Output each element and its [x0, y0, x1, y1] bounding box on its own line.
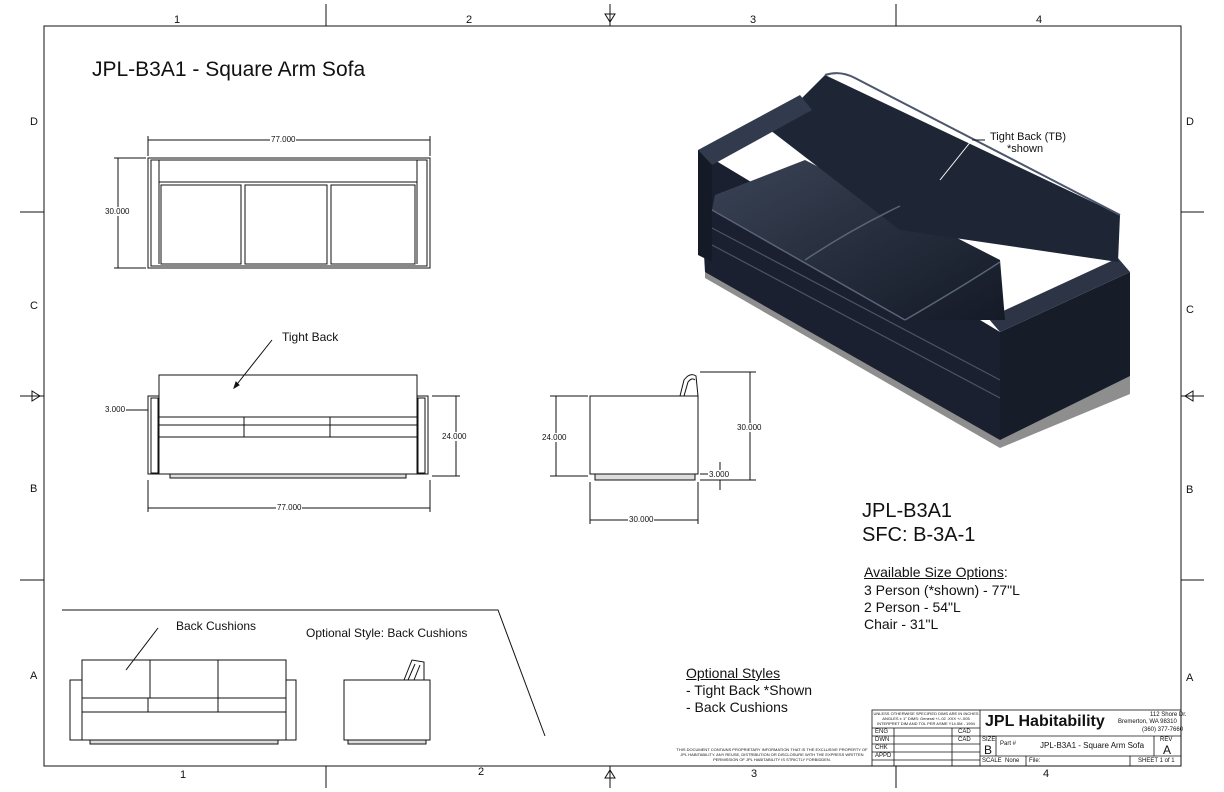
tb-role-eng: ENG	[875, 729, 889, 735]
sheet-number: SHEET 1 of 1	[1138, 758, 1175, 764]
row-right-d: D	[1186, 116, 1194, 128]
optional-styles-heading: Optional Styles	[686, 665, 781, 681]
zone-bottom-3: 3	[751, 768, 758, 780]
callout-optional-style: Optional Style: Back Cushions	[306, 626, 468, 640]
dim-side-depth: 30.000	[628, 515, 655, 524]
part-label: Part #	[1000, 741, 1017, 747]
tb-role-dwn: DWN	[875, 737, 890, 743]
size-option-chair: Chair - 31"L	[864, 616, 939, 632]
center-mark-top	[604, 8, 616, 26]
size-value: B	[984, 743, 993, 757]
tb-tool-eng: CAD	[958, 729, 971, 735]
size-options-heading-text: Available Size Options	[864, 564, 1004, 580]
size-options-colon: :	[1003, 564, 1008, 580]
callout-tight-back: Tight Back	[282, 330, 339, 344]
callout-tight-back-tb: Tight Back (TB)	[990, 131, 1066, 143]
sofa-render	[698, 72, 1130, 448]
row-right-b: B	[1186, 484, 1194, 496]
zone-bottom-2: 2	[478, 766, 485, 778]
row-left-d: D	[30, 116, 38, 128]
product-model: JPL-B3A1	[862, 500, 953, 522]
company-phone: (360) 377-7660	[1142, 727, 1184, 733]
callout-back-cushions: Back Cushions	[176, 619, 257, 633]
dim-front-width: 77.000	[276, 503, 303, 512]
company-name: JPL Habitability	[985, 713, 1105, 730]
zone-bottom-4: 4	[1043, 768, 1050, 780]
rev-value: A	[1163, 743, 1172, 757]
company-address-1: 112 Shore Dr.	[1150, 712, 1187, 718]
rev-label: REV	[1160, 737, 1173, 743]
file-label: File:	[1029, 758, 1041, 764]
zone-bottom-1: 1	[180, 769, 187, 781]
scale-value: None	[1005, 758, 1020, 764]
zone-top-3: 3	[750, 14, 757, 26]
size-option-2-person: 2 Person - 54"L	[864, 599, 961, 615]
tb-role-chk: CHK	[875, 745, 888, 751]
zone-top-2: 2	[466, 14, 473, 26]
dim-front-height: 24.000	[441, 432, 468, 441]
part-value: JPL-B3A1 - Square Arm Sofa	[1040, 741, 1145, 750]
row-left-b: B	[30, 483, 38, 495]
row-left-a: A	[30, 670, 38, 682]
tb-role-appd: APPD	[875, 753, 892, 759]
dim-side-height-low: 24.000	[541, 433, 568, 442]
zone-top-1: 1	[174, 14, 181, 26]
center-mark-right	[1181, 390, 1200, 402]
tolerance-note: UNLESS OTHERWISE SPECIFIED DIMS ARE IN I…	[873, 711, 979, 726]
size-label: SIZE	[982, 737, 996, 743]
dim-side-leg: 3.000	[708, 470, 731, 479]
style-back-cushions: - Back Cushions	[686, 699, 788, 715]
style-tight-back: - Tight Back *Shown	[686, 682, 813, 698]
dim-front-arm: 3.000	[104, 405, 127, 414]
dim-top-width: 77.000	[270, 135, 297, 144]
dim-side-height-high: 30.000	[736, 423, 763, 432]
size-option-3-person: 3 Person (*shown) - 77"L	[864, 582, 1020, 598]
tb-tool-dwn: CAD	[958, 737, 971, 743]
detail-back-cushions	[62, 609, 546, 745]
sheet-border	[20, 4, 1204, 788]
center-mark-left	[26, 390, 44, 402]
size-options-heading: Available Size Options:	[864, 564, 1008, 580]
title-block	[871, 709, 1182, 767]
product-sfc: SFC: B-3A-1	[862, 524, 976, 546]
center-mark-bottom	[604, 766, 616, 786]
proprietary-note: THIS DOCUMENT CONTAINS PROPRIETARY INFOR…	[676, 747, 868, 762]
dim-top-depth: 30.000	[104, 207, 131, 216]
side-view	[550, 371, 756, 524]
front-view	[120, 339, 460, 512]
drawing-title: JPL-B3A1 - Square Arm Sofa	[92, 58, 366, 81]
company-address-2: Bremerton, WA 98310	[1118, 719, 1177, 725]
row-right-c: C	[1186, 304, 1194, 316]
top-view	[114, 136, 431, 269]
scale-label: SCALE	[982, 758, 1002, 764]
row-left-c: C	[30, 300, 38, 312]
zone-top-4: 4	[1036, 14, 1043, 26]
row-right-a: A	[1186, 672, 1194, 684]
callout-shown: *shown	[1007, 143, 1044, 155]
